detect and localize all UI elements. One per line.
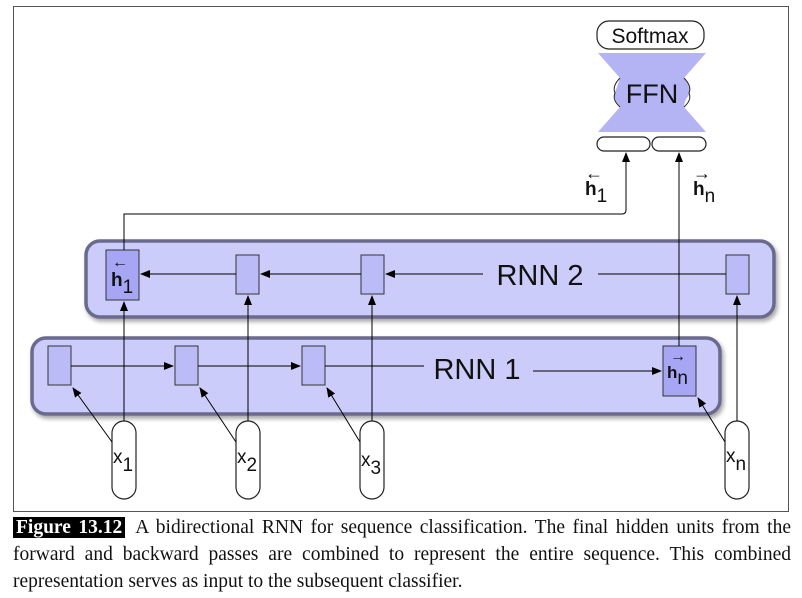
rnn2-cell-3 — [360, 254, 385, 295]
h-forward-label: hn — [693, 179, 715, 207]
input-edge — [697, 397, 726, 443]
h-backward-arrow: ← — [585, 163, 603, 183]
figure-number: Figure 13.12 — [13, 517, 126, 538]
ffn-right-bracket — [683, 77, 691, 108]
rnn1-layer — [30, 336, 722, 416]
h-backward-label: h1 — [585, 179, 607, 207]
rnn1-cell-2 — [174, 345, 199, 386]
softmax-label: Softmax — [611, 25, 689, 48]
rnn1-label: RNN 1 — [433, 354, 520, 386]
bidirectional-rnn-diagram: RNN 2 RNN 1 x1 x2 x3 xn FFN Softmax ← h1… — [30, 20, 776, 500]
rnn2-cell-2 — [235, 254, 260, 295]
concat-slot-forward — [651, 136, 707, 152]
input-edge — [199, 387, 237, 443]
rnn2-final-cell-label: h1 — [111, 270, 133, 298]
softmax-block — [596, 20, 705, 50]
rnn2-layer — [84, 239, 776, 319]
input-label-1: x1 — [113, 447, 133, 476]
concat-slot-backward — [596, 136, 651, 152]
input-label-n: xn — [726, 446, 746, 475]
backward-output-edge — [123, 152, 630, 250]
rnn2-cell-n — [725, 254, 750, 295]
input-edge — [326, 387, 361, 443]
rnn2-label: RNN 2 — [496, 260, 583, 292]
input-label-2: x2 — [237, 447, 257, 476]
caption-text: A bidirectional RNN for sequence classif… — [13, 517, 791, 592]
rnn1-final-cell-label: hn — [667, 363, 688, 389]
rnn2-final-cell-arrow: ← — [112, 254, 128, 271]
rnn1-cell-n — [662, 345, 697, 397]
ffn-label: FFN — [626, 79, 678, 109]
rnn1-cell-3 — [301, 345, 326, 386]
rnn2-cell-1 — [105, 249, 140, 301]
rnn1-final-cell-arrow: → — [670, 348, 686, 365]
input-edge — [72, 387, 113, 443]
figure-frame — [13, 6, 789, 512]
h-forward-arrow: → — [693, 163, 711, 183]
ffn-left-bracket — [613, 77, 621, 108]
ffn-block — [598, 53, 706, 132]
rnn1-cell-1 — [47, 345, 72, 386]
input-label-3: x3 — [361, 450, 381, 479]
